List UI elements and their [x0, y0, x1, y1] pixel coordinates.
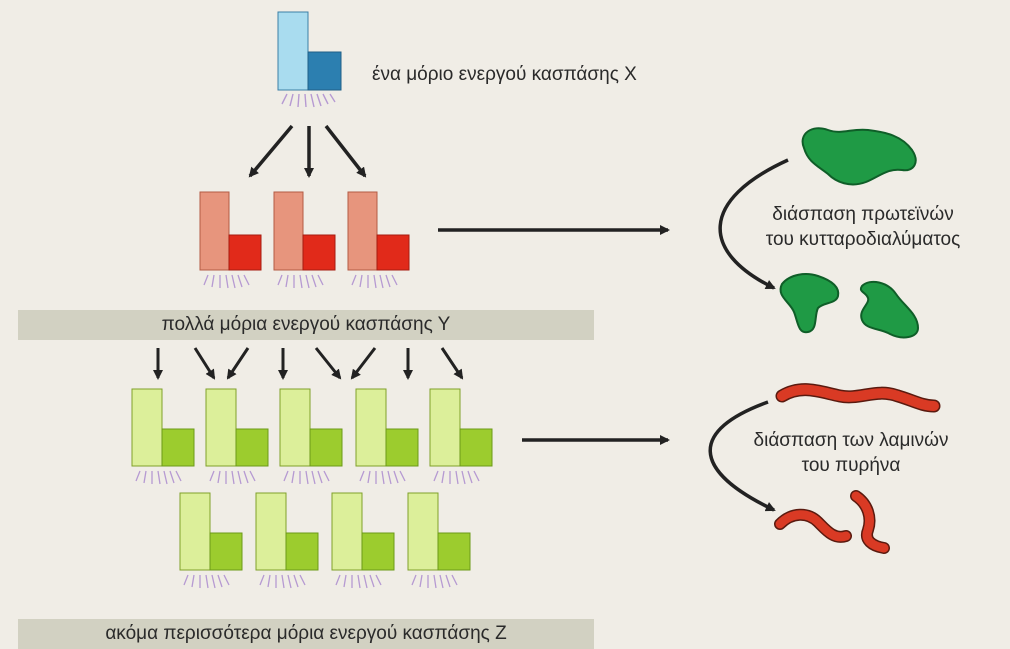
intact-lamin-fill	[777, 384, 939, 411]
caspase-z-band: ακόμα περισσότερα μόρια ενεργού κασπάσης…	[18, 619, 594, 649]
arrows-x-to-y	[248, 124, 367, 178]
intact-protein	[801, 127, 917, 186]
lamin-breakdown-line2: του πυρήνα	[801, 455, 901, 476]
curved-arrow-proteins	[718, 158, 789, 290]
caspase-z-molecule	[131, 388, 195, 485]
arrows-y-to-z	[153, 347, 464, 380]
protein-fragments	[779, 127, 920, 339]
protein-breakdown-line1: διάσπαση πρωτεϊνών	[772, 204, 954, 225]
caspase-z-molecule	[205, 388, 269, 485]
caspase-z-molecule	[407, 492, 471, 589]
caspase-z-molecules	[131, 388, 493, 589]
caspase-y-label: πολλά μόρια ενεργού κασπάσης Υ	[161, 314, 451, 335]
protein-fragment	[779, 273, 840, 334]
caspase-y-molecule	[273, 191, 336, 289]
caspase-y-molecules	[199, 191, 410, 289]
caspase-y-band: πολλά μόρια ενεργού κασπάσης Υ	[18, 310, 594, 340]
caspase-z-molecule	[429, 388, 493, 485]
lamin-fragment-fill	[851, 491, 889, 553]
caspase-y-molecule	[199, 191, 262, 289]
lamin-fragment-fill	[775, 510, 851, 542]
caspase-z-molecule	[179, 492, 243, 589]
curved-arrow-lamins	[708, 400, 776, 512]
caspase-z-molecule	[331, 492, 395, 589]
caspase-y-molecule	[347, 191, 410, 289]
lamin-breakdown-label: διάσπαση των λαμινών του πυρήνα	[716, 428, 986, 478]
lamin-fragments	[774, 383, 941, 554]
caspase-z-molecule	[255, 492, 319, 589]
caspase-x-molecule	[277, 11, 342, 108]
protein-breakdown-line2: του κυτταροδιαλύματος	[765, 229, 961, 250]
protein-breakdown-label: διάσπαση πρωτεϊνών του κυτταροδιαλύματος	[728, 202, 998, 252]
caspase-z-label: ακόμα περισσότερα μόρια ενεργού κασπάσης…	[105, 623, 507, 644]
lamin-breakdown-line1: διάσπαση των λαμινών	[753, 430, 949, 451]
arrow	[324, 124, 367, 178]
caspase-z-molecule	[355, 388, 419, 485]
arrow	[248, 124, 294, 178]
protein-fragment	[859, 280, 920, 339]
caspase-x-label: ένα μόριο ενεργού κασπάσης Χ	[372, 64, 637, 85]
caspase-z-molecule	[279, 388, 343, 485]
